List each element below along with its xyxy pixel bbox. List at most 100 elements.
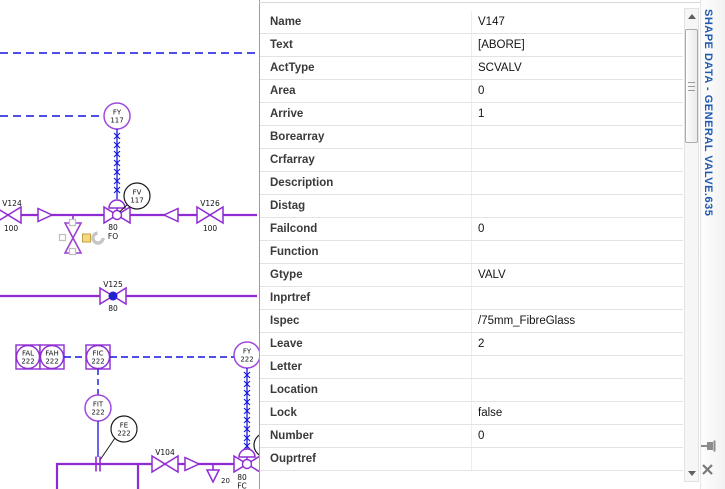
scrollbar-grip-icon <box>688 82 695 91</box>
instrument-fah222[interactable]: FAH 222 <box>39 344 65 370</box>
property-value[interactable]: [ABORE] <box>478 39 525 51</box>
svg-text:117: 117 <box>130 197 143 205</box>
svg-text:20: 20 <box>221 477 230 485</box>
reducer-icon[interactable] <box>37 207 54 223</box>
svg-text:222: 222 <box>240 356 253 364</box>
property-row[interactable]: Borearray <box>260 126 683 149</box>
instrument-bubble-clipped <box>253 434 259 456</box>
instrument-fal222[interactable]: FAL 222 <box>15 344 41 370</box>
property-row[interactable]: Inprtref <box>260 287 683 310</box>
svg-text:222: 222 <box>91 358 104 366</box>
property-label: Borearray <box>260 126 472 148</box>
property-row[interactable]: Leave 2 <box>260 333 683 356</box>
valve-v126[interactable]: V126 100 <box>196 199 224 233</box>
property-value[interactable]: 0 <box>478 430 485 442</box>
property-label: Text <box>260 34 472 56</box>
control-valve-fv117[interactable]: 80 FO <box>103 199 131 241</box>
svg-text:FO: FO <box>108 232 118 241</box>
instrument-fit222[interactable]: FIT 222 <box>84 394 112 422</box>
arrow-down-icon <box>687 471 696 476</box>
property-value[interactable]: 0 <box>478 223 485 235</box>
drain-valve[interactable]: 20 <box>205 464 230 485</box>
property-row[interactable]: Number 0 <box>260 425 683 448</box>
svg-text:FY: FY <box>243 348 252 356</box>
property-label: Letter <box>260 356 472 378</box>
property-value[interactable]: VALV <box>478 269 506 281</box>
instrument-fv117[interactable]: FV 117 <box>119 182 151 213</box>
property-label: Leave <box>260 333 472 355</box>
property-label: Description <box>260 172 472 194</box>
arrow-up-icon <box>687 14 696 19</box>
property-label: Area <box>260 80 472 102</box>
selection-handles[interactable] <box>58 218 77 256</box>
svg-text:222: 222 <box>91 409 104 417</box>
valve-v104[interactable]: V104 <box>151 448 179 474</box>
vertical-scrollbar[interactable] <box>684 8 699 482</box>
svg-text:100: 100 <box>4 224 19 233</box>
property-value[interactable]: V147 <box>478 16 505 28</box>
property-value[interactable]: 0 <box>478 85 485 97</box>
property-label: Ouprtref <box>260 448 472 470</box>
reducer-icon[interactable] <box>184 456 201 472</box>
panel-title: SHAPE DATA - GENERAL VALVE.635 <box>702 9 714 217</box>
control-valve-bottom[interactable]: 80 FC <box>233 448 259 489</box>
svg-text:V104: V104 <box>155 448 175 457</box>
svg-text:80: 80 <box>237 473 247 482</box>
property-row[interactable]: Area 0 <box>260 80 683 103</box>
orifice-plate-icon[interactable] <box>95 456 101 472</box>
panel-top-border <box>259 2 725 3</box>
property-label: Failcond <box>260 218 472 240</box>
instrument-fe222[interactable]: FE 222 <box>99 415 138 461</box>
svg-text:FY: FY <box>113 109 122 117</box>
property-label: Number <box>260 425 472 447</box>
property-row[interactable]: Description <box>260 172 683 195</box>
close-icon[interactable] <box>701 463 714 476</box>
valve-v125[interactable]: V125 80 <box>99 280 127 313</box>
property-row[interactable]: Letter <box>260 356 683 379</box>
property-value[interactable]: 2 <box>478 338 485 350</box>
control-handle[interactable] <box>82 233 91 243</box>
property-row[interactable]: Failcond 0 <box>260 218 683 241</box>
scroll-up-button[interactable] <box>685 9 698 24</box>
property-label: Distag <box>260 195 472 217</box>
svg-text:222: 222 <box>45 358 58 366</box>
valve-v124[interactable]: V124 100 <box>0 199 22 233</box>
svg-text:V125: V125 <box>103 280 123 289</box>
pid-drawing-canvas[interactable]: FY 117 V124 100 <box>0 0 259 489</box>
instrument-fy117[interactable]: FY 117 <box>103 102 131 130</box>
svg-text:FE: FE <box>120 422 128 430</box>
pin-icon[interactable] <box>700 439 717 453</box>
svg-text:FIT: FIT <box>93 401 104 409</box>
svg-text:222: 222 <box>117 430 130 438</box>
scrollbar-thumb[interactable] <box>685 29 698 143</box>
svg-text:FAH: FAH <box>45 350 58 358</box>
property-row[interactable]: Distag <box>260 195 683 218</box>
instrument-fic222[interactable]: FIC 222 <box>85 344 111 370</box>
property-value[interactable]: SCVALV <box>478 62 522 74</box>
property-row[interactable]: Ouprtref <box>260 448 683 471</box>
property-value[interactable]: /75mm_FibreGlass <box>478 315 576 327</box>
property-row[interactable]: Crfarray <box>260 149 683 172</box>
svg-text:FV: FV <box>133 189 142 197</box>
property-value[interactable]: false <box>478 407 503 419</box>
property-value[interactable]: 1 <box>478 108 485 120</box>
svg-text:80: 80 <box>108 223 118 232</box>
reducer-icon[interactable] <box>162 207 179 223</box>
property-row[interactable]: Ispec/75mm_FibreGlass <box>260 310 683 333</box>
property-row[interactable]: Location <box>260 379 683 402</box>
property-label: Location <box>260 379 472 401</box>
property-row[interactable]: Function <box>260 241 683 264</box>
valve-selected-vertical[interactable] <box>58 215 105 256</box>
scroll-down-button[interactable] <box>685 466 698 481</box>
instrument-fy222[interactable]: FY 222 <box>233 341 259 369</box>
svg-text:FAL: FAL <box>22 350 34 358</box>
panel-title-strip <box>700 0 725 489</box>
property-row[interactable]: Text [ABORE] <box>260 34 683 57</box>
rotation-handle-icon[interactable] <box>91 231 105 245</box>
